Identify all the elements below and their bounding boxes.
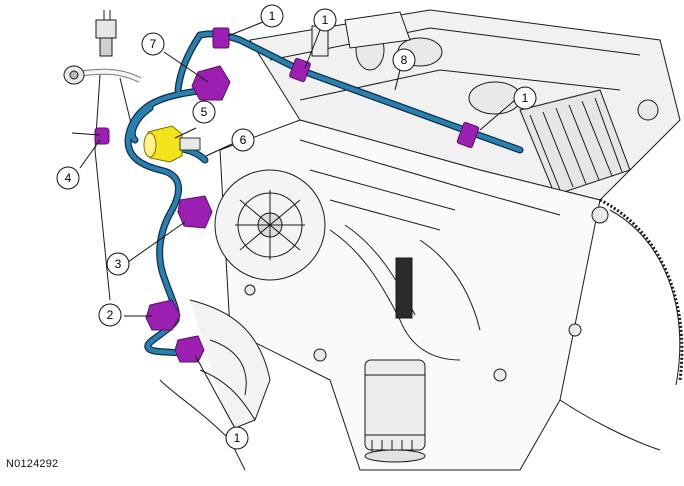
callout-5: 5 [192,100,216,124]
pressure-switch [95,10,117,57]
callout-label: 1 [322,13,329,27]
leader-lines [71,21,516,433]
callout-3: 3 [106,252,130,276]
callout-bubbles: 1 1 1 1 2 3 4 5 [56,4,537,450]
retainer-clip-bottom [174,335,205,363]
retainer-clip-top-left [212,27,230,49]
callout-label: 3 [115,257,122,271]
callout-label: 5 [201,105,208,119]
intake-ribs [519,89,631,196]
callout-1-top-left: 1 [260,4,284,28]
retainer-clip-top-right [456,121,480,149]
callout-label: 2 [107,308,114,322]
callout-label: 7 [150,37,157,51]
flywheel [559,198,684,451]
connector-3 [177,195,213,229]
callout-label: 6 [240,133,247,147]
callout-label: 1 [234,431,241,445]
callout-label: 1 [522,91,529,105]
retainer-clip-top-middle [289,57,311,83]
callout-2: 2 [98,303,122,327]
callout-label: 8 [401,53,408,67]
ac-line [63,65,142,301]
connector-2 [145,299,181,331]
sensor-5 [143,125,201,163]
callout-1-right: 1 [513,86,537,110]
callout-8: 8 [392,48,416,72]
oil-filter [364,359,426,463]
callout-1-top-middle: 1 [313,8,337,32]
harness-connectors [94,27,480,363]
engine-line-art [63,9,684,471]
callout-7: 7 [141,32,165,56]
callout-6: 6 [231,128,255,152]
callout-4: 4 [56,166,80,190]
figure-id: N0124292 [6,458,59,470]
connector-7 [191,65,231,101]
callout-label: 4 [65,171,72,185]
callout-1-bottom: 1 [225,426,249,450]
connector-4 [94,127,110,145]
callout-label: 1 [269,9,276,23]
